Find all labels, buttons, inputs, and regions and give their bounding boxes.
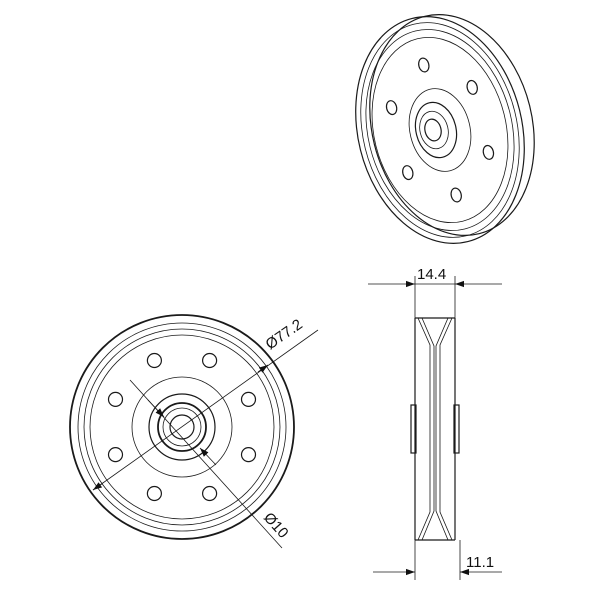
bore-diameter-arrow-b — [199, 447, 217, 466]
front-bolt-hole — [202, 352, 218, 369]
front-groove-1 — [77, 322, 287, 532]
iso-web-edge — [371, 37, 509, 223]
front-bolt-hole — [240, 447, 257, 463]
front-outer-rim — [69, 314, 295, 540]
iso-bolt-hole — [482, 144, 495, 160]
overall-width-label: 14.4 — [417, 266, 446, 283]
front-hub-ring — [148, 393, 216, 461]
iso-hub-outer — [408, 88, 472, 172]
front-bearing-outer — [157, 402, 207, 452]
iso-rim-outer — [355, 16, 525, 244]
front-view: Ø77.2 Ø10 — [69, 314, 319, 549]
front-bearing-inner — [162, 407, 202, 447]
iso-groove-2 — [365, 29, 515, 231]
front-bolt-holes — [107, 352, 257, 502]
side-view: 14.4 11.1 — [368, 266, 502, 580]
front-bore — [169, 414, 195, 440]
side-groove-inner-left — [421, 317, 435, 541]
front-groove-2 — [83, 328, 281, 526]
iso-bolt-hole — [466, 79, 478, 95]
iso-bolt-hole — [418, 57, 430, 73]
side-groove-right — [439, 317, 453, 541]
hub-width-label: 11.1 — [466, 554, 494, 571]
front-bolt-hole — [202, 485, 218, 502]
bore-diameter-arrow-a — [147, 399, 165, 418]
outer-diameter-arrow-a — [92, 482, 104, 491]
side-groove-left — [417, 317, 431, 541]
outer-diameter-arrow-b — [257, 364, 269, 373]
iso-bearing — [419, 110, 449, 150]
iso-bolt-hole — [385, 100, 398, 116]
side-hub-right — [453, 404, 460, 454]
front-bolt-hole — [107, 391, 124, 407]
iso-bolt-holes — [385, 57, 495, 203]
outer-diameter-label: Ø77.2 — [263, 316, 306, 353]
iso-groove-1 — [360, 22, 520, 238]
side-hub-left — [410, 404, 417, 454]
iso-bolt-hole — [450, 187, 462, 203]
iso-bore — [424, 118, 442, 142]
outer-diameter-leader — [92, 329, 319, 491]
front-bolt-hole — [107, 447, 124, 463]
bore-diameter-label: Ø10 — [260, 509, 292, 541]
front-hub-outer — [131, 376, 233, 478]
iso-bolt-hole — [402, 165, 414, 181]
front-bolt-hole — [146, 485, 162, 502]
isometric-view — [355, 14, 535, 244]
front-web-edge — [89, 334, 275, 520]
front-bolt-hole — [240, 391, 257, 407]
iso-hub-ring — [414, 101, 458, 159]
side-groove-inner-right — [435, 317, 449, 541]
front-bolt-hole — [146, 352, 162, 369]
iso-rim-back — [369, 14, 535, 236]
